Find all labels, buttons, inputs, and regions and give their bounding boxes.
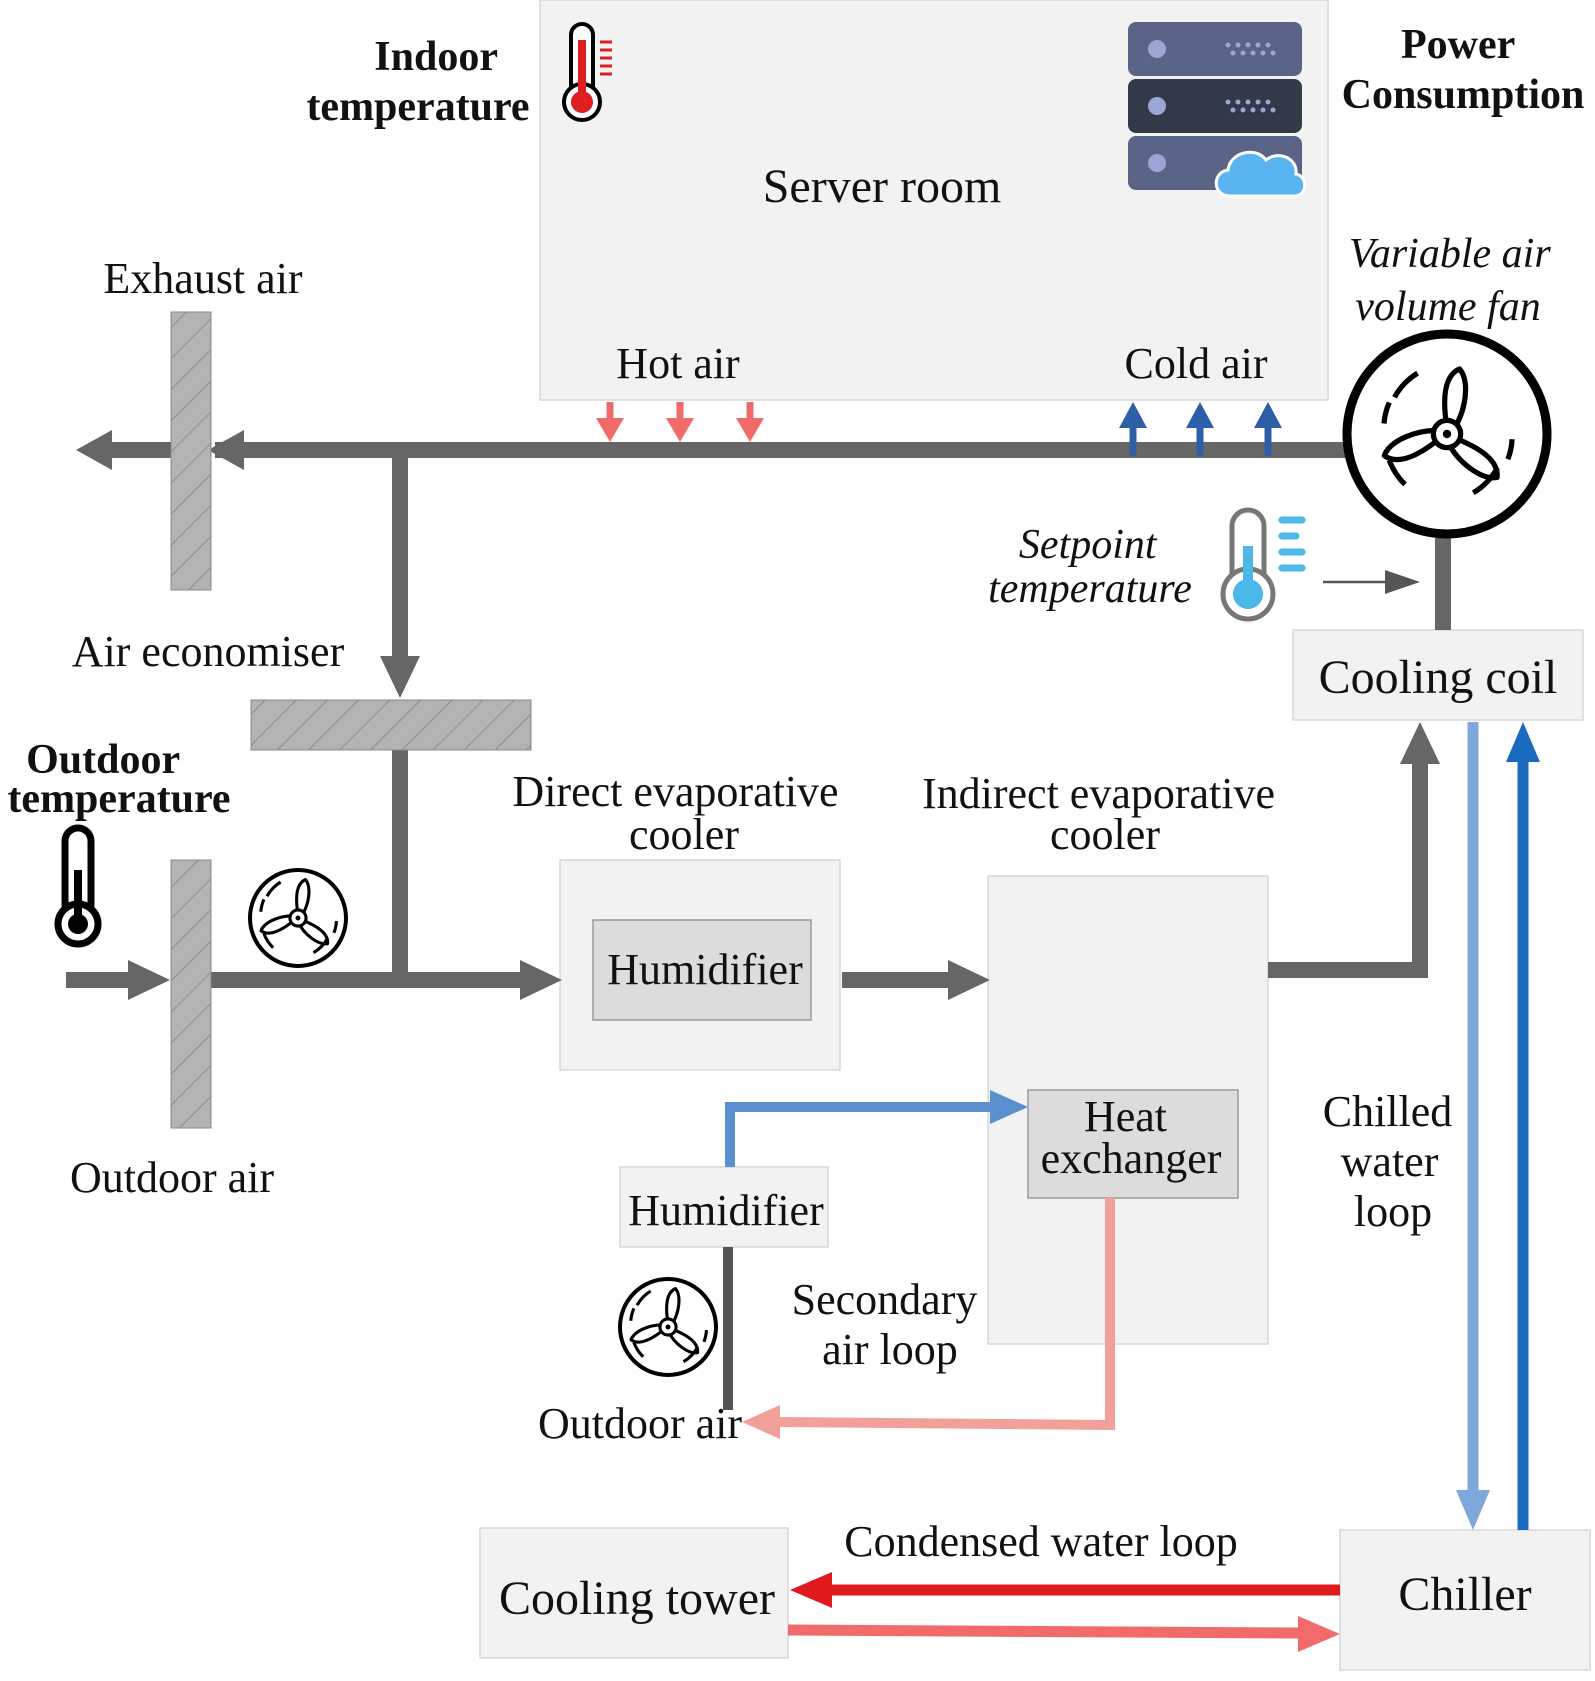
thermometer-icon <box>54 824 102 948</box>
outdoor-air-secondary-label: Outdoor air <box>538 1399 742 1448</box>
indoor-temperature-label: Indoor temperature <box>306 34 529 130</box>
heat-exchanger-box <box>1027 1089 1239 1199</box>
outdoor-air-main-label: Outdoor air <box>70 1153 274 1202</box>
vav-fan-icon <box>1342 329 1552 539</box>
condensed-water-warm-line <box>787 1624 1301 1639</box>
chilled-water-loop-label: Chilled water loop <box>1323 1087 1464 1236</box>
air-economiser-label: Air economiser <box>72 627 345 676</box>
setpoint-signal-arrow <box>1385 570 1420 594</box>
outdoor-air-damper <box>170 859 212 1129</box>
indirect-evaporative-cooler-label: Indirect evaporative cooler <box>922 769 1286 859</box>
outdoor-intake-arrow-head <box>128 960 170 1000</box>
humidifier-secondary-box <box>619 1166 829 1248</box>
exhaust-arrow-head <box>76 430 112 470</box>
cooling-coil-label: Cooling coil <box>1319 651 1558 704</box>
supply-arrow-head-1 <box>520 960 562 1000</box>
heat-exchanger-label: Heat exchanger <box>1041 1092 1222 1183</box>
condensed-water-warm-arrow <box>1298 1616 1340 1652</box>
secondary-air-loop-label: Secondary air loop <box>792 1275 989 1374</box>
humidifier-direct-label: Humidifier <box>607 945 803 994</box>
cooling-tower-box <box>479 1527 789 1659</box>
cold-air-label: Cold air <box>1125 339 1268 388</box>
chilled-water-return-arrow <box>1456 1490 1490 1530</box>
hot-air-label: Hot air <box>616 339 740 388</box>
condensed-water-loop-label: Condensed water loop <box>844 1517 1237 1566</box>
variable-air-volume-fan-label: Variable air volume fan <box>1349 231 1561 330</box>
outdoor-temperature-label: Outdoor temperature <box>7 737 230 822</box>
secondary-inlet-line <box>725 1102 1000 1167</box>
power-consumption-label: Power Consumption <box>1342 22 1585 118</box>
supply-arrow-head-2 <box>948 960 990 1000</box>
chilled-water-supply-arrow <box>1506 722 1540 762</box>
supply-duct-3 <box>1268 760 1428 978</box>
chiller-label: Chiller <box>1398 1568 1531 1621</box>
server-room-label: Server room <box>763 160 1002 213</box>
humidifier-secondary-label: Humidifier <box>628 1186 824 1235</box>
chiller-box <box>1339 1529 1591 1671</box>
air-economiser-damper <box>250 699 532 751</box>
supply-arrow-head-3 <box>1400 722 1440 764</box>
exhaust-damper <box>170 311 212 591</box>
outdoor-fan-icon <box>248 868 348 968</box>
direct-evaporative-cooler-label: Direct evaporative cooler <box>512 767 849 859</box>
setpoint-temperature-label: Setpoint temperature <box>988 522 1192 612</box>
humidifier-direct-box <box>592 919 812 1021</box>
secondary-fan-icon <box>618 1277 718 1377</box>
exhaust-air-label: Exhaust air <box>103 254 303 303</box>
thermometer-hot-icon <box>562 22 612 122</box>
thermometer-cold-icon <box>1220 507 1306 622</box>
secondary-outlet-line <box>779 1198 1115 1431</box>
cold-air-arrows <box>1119 402 1282 456</box>
hot-air-arrows <box>596 402 764 442</box>
recirculation-arrow-head <box>380 656 420 698</box>
cooling-coil-box <box>1292 629 1584 721</box>
condensed-water-hot-arrow <box>790 1572 832 1608</box>
cooling-tower-label: Cooling tower <box>499 1572 775 1625</box>
secondary-inlet-arrow <box>990 1090 1028 1124</box>
return-arrow-head <box>208 430 244 470</box>
secondary-outlet-arrow <box>742 1405 780 1439</box>
server-cloud-icon <box>1128 22 1307 198</box>
